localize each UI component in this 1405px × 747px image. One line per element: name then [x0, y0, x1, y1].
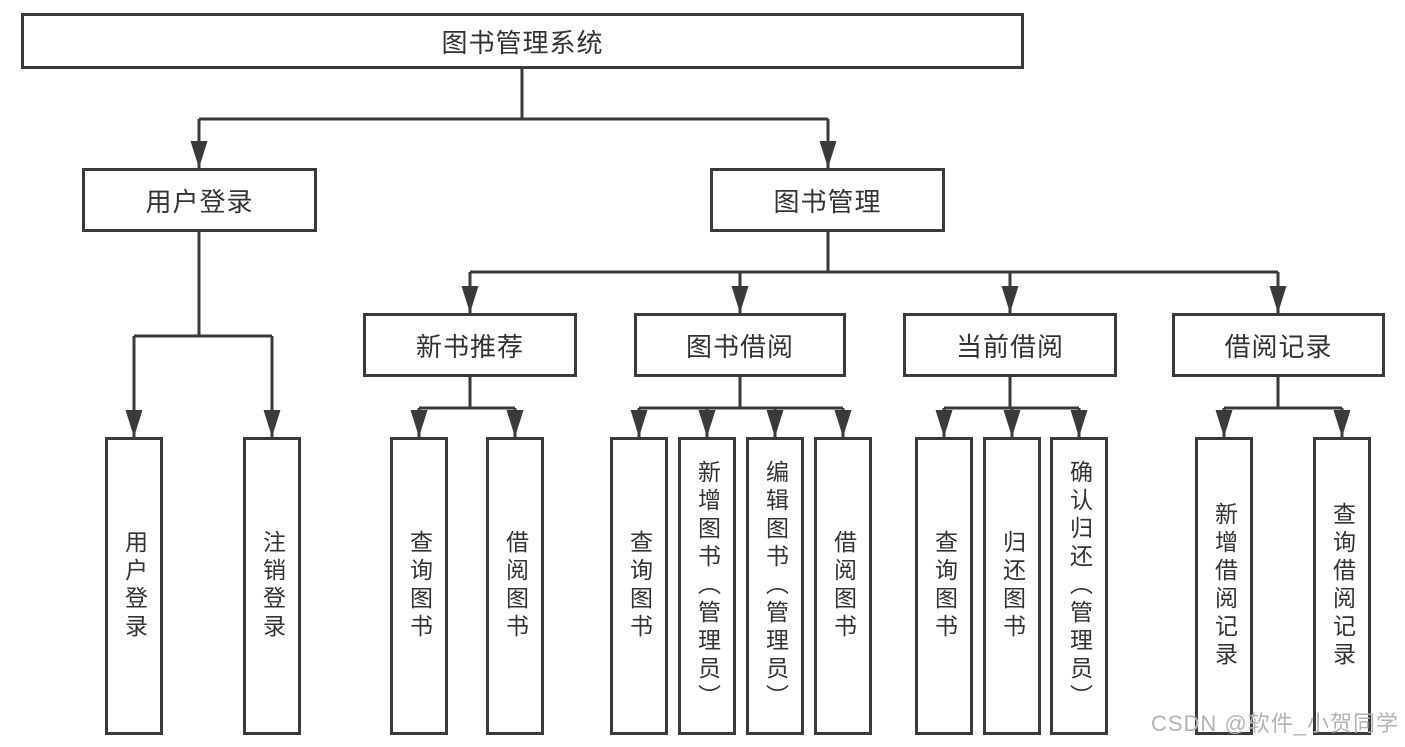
node-book-borrowing: 图书借阅	[634, 313, 846, 377]
node-new-book-recommend: 新书推荐	[363, 313, 577, 377]
leaf-records-query-record: 查询借阅记录	[1313, 437, 1371, 735]
node-current-borrowing: 当前借阅	[903, 313, 1117, 377]
leaf-borrow-edit-books-admin: 编辑图书（管理员）	[746, 437, 804, 735]
leaf-logout: 注销登录	[243, 437, 301, 735]
leaf-borrow-query-books: 查询图书	[610, 437, 668, 735]
leaf-borrow-borrow-books: 借阅图书	[814, 437, 872, 735]
leaf-current-confirm-return-admin: 确认归还（管理员）	[1050, 437, 1108, 735]
leaf-current-return-books: 归还图书	[983, 437, 1041, 735]
leaf-user-login: 用户登录	[105, 437, 163, 735]
leaf-newbook-query-books: 查询图书	[390, 437, 448, 735]
tree-edges	[132, 69, 1344, 437]
arrowhead-icons	[125, 141, 1351, 437]
leaf-records-add-record: 新增借阅记录	[1195, 437, 1253, 735]
leaf-current-query-books: 查询图书	[915, 437, 973, 735]
csdn-watermark: CSDN @软件_小贺同学	[1150, 711, 1399, 736]
node-library-management-system: 图书管理系统	[21, 13, 1024, 69]
node-user-login: 用户登录	[82, 168, 317, 232]
leaf-newbook-borrow-books: 借阅图书	[486, 437, 544, 735]
node-book-management: 图书管理	[710, 168, 945, 232]
node-borrowing-records: 借阅记录	[1172, 313, 1385, 377]
leaf-borrow-add-books-admin: 新增图书（管理员）	[678, 437, 736, 735]
